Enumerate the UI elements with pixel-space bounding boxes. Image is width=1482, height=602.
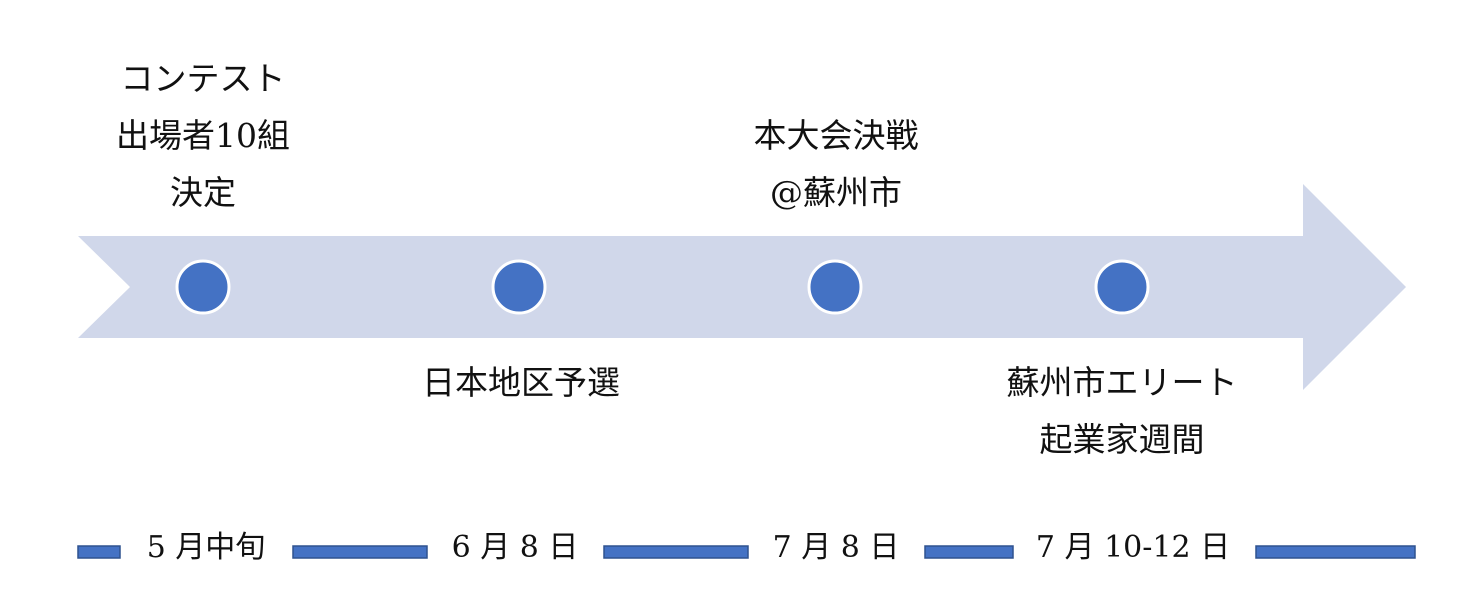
milestone-label-japan-qualifier: 日本地区予選 bbox=[422, 354, 620, 411]
date-bar-segment-2 bbox=[292, 545, 428, 559]
milestone-label-line: 蘇州市エリート bbox=[1006, 363, 1238, 402]
date-label-july-10-12: 7 月 10-12 日 bbox=[1035, 530, 1231, 565]
milestone-label-entrepreneur-week: 蘇州市エリート 起業家週間 bbox=[1007, 354, 1238, 468]
milestone-label-contest: コンテスト 出場者10組 決定 bbox=[116, 50, 290, 221]
milestone-dot-final bbox=[807, 259, 863, 315]
date-bar-segment-4 bbox=[924, 545, 1014, 559]
date-label-may: 5 月中旬 bbox=[146, 530, 266, 565]
milestone-label-line: 出場者10組 bbox=[116, 116, 290, 155]
date-bar-segment-5 bbox=[1255, 545, 1416, 559]
timeline-arrow bbox=[78, 184, 1406, 390]
milestone-dot-japan-qualifier bbox=[491, 259, 547, 315]
milestone-label-line: 日本地区予選 bbox=[422, 363, 620, 402]
milestone-dot-contest bbox=[175, 259, 231, 315]
date-bar-segment-3 bbox=[603, 545, 749, 559]
milestone-label-final: 本大会決戦 @蘇州市 bbox=[754, 107, 919, 221]
milestone-label-line: 起業家週間 bbox=[1039, 420, 1205, 459]
milestone-label-line: コンテスト bbox=[120, 59, 286, 98]
milestone-label-line: 決定 bbox=[170, 173, 236, 212]
milestone-label-line: @蘇州市 bbox=[770, 173, 902, 212]
date-label-june-8: 6 月 8 日 bbox=[451, 530, 579, 565]
date-bar-segment-1 bbox=[77, 545, 121, 559]
date-label-july-8: 7 月 8 日 bbox=[772, 530, 900, 565]
milestone-dot-entrepreneur-week bbox=[1094, 259, 1150, 315]
milestone-label-line: 本大会決戦 bbox=[753, 116, 919, 155]
